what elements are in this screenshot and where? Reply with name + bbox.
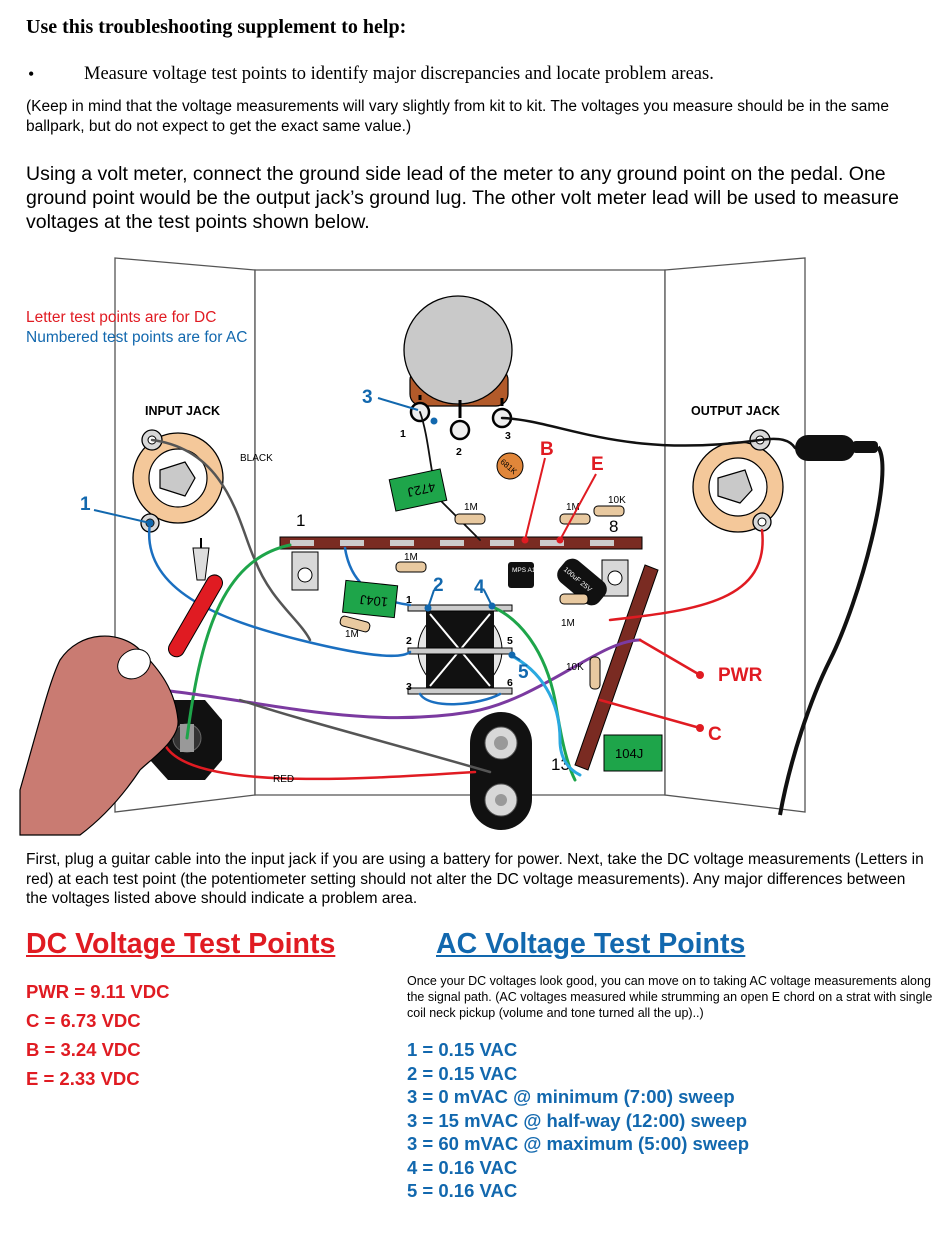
- ic-pin-1: 1: [406, 594, 412, 606]
- tp-c: C: [708, 724, 722, 745]
- res-1m-a: 1M: [464, 502, 478, 513]
- input-jack-label: INPUT JACK: [145, 404, 220, 418]
- output-jack: [692, 429, 784, 533]
- output-jack-label: OUTPUT JACK: [691, 404, 780, 418]
- terminal-strip: [279, 536, 643, 597]
- measurement-paragraph: First, plug a guitar cable into the inpu…: [26, 851, 924, 907]
- tp-e: E: [591, 454, 604, 475]
- wire-black-label: BLACK: [240, 453, 273, 464]
- dc-section-title: DC Voltage Test Points: [26, 928, 336, 960]
- ac-value-3-half: 3 = 15 mVAC @ half-way (12:00) sweep: [407, 1109, 748, 1131]
- wires: [147, 411, 797, 782]
- res-1m-b: 1M: [566, 502, 580, 513]
- battery-clip: [470, 712, 532, 830]
- dc-value-pwr: PWR = 9.11 VDC: [26, 981, 170, 1002]
- board-pin-8: 8: [609, 517, 618, 536]
- res-1m-c: 1M: [404, 552, 418, 563]
- ac-value-1: 1 = 0.15 VAC: [407, 1039, 518, 1060]
- ac-values-list: 1 = 0.15 VAC 2 = 0.15 VAC 3 = 0 mVAC @ m…: [407, 1038, 749, 1203]
- ac-section-title: AC Voltage Test Points: [436, 928, 746, 960]
- wiring-diagram: Letter test points are for DC Numbered t…: [19, 257, 885, 836]
- pot-lug-2: 2: [456, 446, 462, 458]
- guitar-cable: [778, 435, 885, 816]
- ac-test-points: [93, 397, 521, 661]
- cap-104-right-label: 104J: [615, 746, 643, 761]
- ac-value-3-min: 3 = 0 mVAC @ minimum (7:00) sweep: [407, 1086, 735, 1107]
- cap-681: [496, 452, 524, 480]
- cap-104-left: [342, 579, 399, 619]
- ac-value-4: 4 = 0.16 VAC: [407, 1156, 518, 1178]
- cap-104-right: [603, 734, 663, 772]
- ac-intro-paragraph: Once your DC voltages look good, you can…: [407, 974, 933, 1020]
- cap-472-label: 472J: [406, 479, 437, 500]
- note-paragraph: (Keep in mind that the voltage measureme…: [26, 98, 889, 135]
- tp-4: 4: [474, 577, 485, 598]
- ic-pin-5: 5: [507, 635, 513, 647]
- tp-5: 5: [518, 662, 529, 683]
- bullet-icon: •: [28, 64, 35, 84]
- pot-lug-3: 3: [505, 430, 511, 442]
- tp-2: 2: [433, 575, 444, 596]
- legend-ac: Numbered test points are for AC: [26, 329, 247, 346]
- dc-test-points: [521, 457, 704, 732]
- page-heading: Use this troubleshooting supplement to h…: [26, 16, 407, 38]
- tp-1: 1: [80, 494, 91, 515]
- resistors: [339, 505, 625, 690]
- dc-value-e: E = 2.33 VDC: [26, 1068, 140, 1089]
- tp-pwr: PWR: [718, 665, 763, 686]
- cap-104-left-label: 104J: [359, 592, 389, 610]
- board-pin-1: 1: [296, 511, 305, 530]
- legend-dc: Letter test points are for DC: [26, 309, 216, 326]
- cap-472: [388, 468, 448, 512]
- tp-3: 3: [362, 387, 373, 408]
- electrolytic-cap: [557, 558, 607, 606]
- potentiometer: [403, 295, 513, 441]
- transistor: [508, 562, 534, 588]
- res-10k-a: 10K: [608, 495, 626, 506]
- ic-socket: [407, 604, 513, 695]
- res-1m-e: 1M: [561, 618, 575, 629]
- wire-red-label: RED: [273, 774, 294, 785]
- pot-lug-1: 1: [400, 428, 406, 440]
- instructions-paragraph: Using a volt meter, connect the ground s…: [26, 163, 899, 233]
- ic-pin-2: 2: [406, 635, 412, 647]
- bullet-text: Measure voltage test points to identify …: [84, 64, 714, 84]
- res-10k-b: 10K: [566, 662, 584, 673]
- ac-value-3-max: 3 = 60 mVAC @ maximum (5:00) sweep: [407, 1133, 750, 1154]
- transistor-label: MPS A13: [512, 567, 539, 574]
- dc-value-c: C = 6.73 VDC: [26, 1010, 141, 1031]
- ac-value-5: 5 = 0.16 VAC: [407, 1180, 518, 1201]
- hand-with-probe: [19, 538, 224, 836]
- dc-values-list: PWR = 9.11 VDC C = 6.73 VDC B = 3.24 VDC…: [26, 977, 169, 1093]
- input-jack: [132, 429, 224, 533]
- ic-pin-3: 3: [406, 681, 412, 693]
- ac-value-2: 2 = 0.15 VAC: [407, 1062, 518, 1084]
- res-1m-d: 1M: [345, 629, 359, 640]
- tp-b: B: [540, 439, 554, 460]
- ic-pin-6: 6: [507, 677, 513, 689]
- dc-value-b: B = 3.24 VDC: [26, 1039, 141, 1060]
